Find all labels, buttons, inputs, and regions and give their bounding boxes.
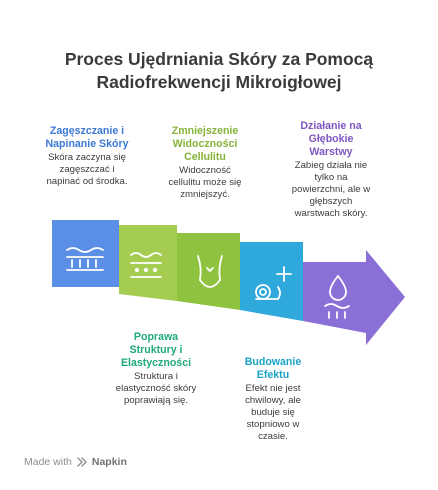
step-5-heading: Budowanie Efektu bbox=[221, 356, 325, 382]
step-5-description-line: chwilowy, ale bbox=[245, 395, 301, 406]
step-5-heading-line: Efektu bbox=[256, 369, 290, 381]
step-4-heading-line: Struktury i bbox=[129, 344, 183, 356]
step-4-description-line: elastyczność skóry bbox=[115, 383, 197, 394]
step-5-description-line: Efekt nie jest bbox=[245, 383, 301, 394]
step-1-block bbox=[52, 220, 119, 287]
body-figure-icon bbox=[197, 255, 223, 288]
skin-layers-icon bbox=[66, 247, 104, 271]
step-2-description-line: zmniejszyć. bbox=[180, 189, 230, 200]
skin-texture-icon bbox=[130, 252, 162, 278]
step-1-segment bbox=[52, 220, 119, 287]
step-2-text: Zmniejszenie Widoczności Cellulitu Widoc… bbox=[151, 125, 259, 201]
step-2-segment bbox=[119, 225, 177, 301]
step-2-heading-line: Cellulitu bbox=[184, 151, 226, 163]
step-4-block bbox=[240, 242, 303, 321]
step-3-heading-line: Głębokie bbox=[308, 133, 354, 145]
step-1-description: Skóra zaczyna się zagęszczać i napinać o… bbox=[28, 152, 146, 188]
step-3-description-line: Zabieg działa nie bbox=[294, 160, 368, 171]
step-3-description-line: warstwach skóry. bbox=[294, 208, 368, 219]
footer-credit: Made with Napkin bbox=[24, 456, 127, 468]
step-2-heading: Zmniejszenie Widoczności Cellulitu bbox=[151, 125, 259, 164]
step-4-heading-line: Poprawa bbox=[133, 331, 179, 343]
made-with-label: Made with bbox=[24, 456, 72, 468]
step-3-heading: Działanie na Głębokie Warstwy bbox=[272, 120, 390, 159]
step-3-block bbox=[177, 233, 240, 310]
napkin-logo-icon bbox=[77, 457, 87, 467]
diagram-title: Proces Ujędrniania Skóry za Pomocą Radio… bbox=[0, 48, 438, 94]
title-line-1: Proces Ujędrniania Skóry za Pomocą bbox=[64, 49, 374, 69]
snail-plus-icon bbox=[255, 266, 292, 300]
step-1-description-line: zagęszczać i bbox=[59, 164, 115, 175]
step-2-heading-line: Zmniejszenie bbox=[171, 125, 239, 137]
step-4-text: Poprawa Struktury i Elastyczności Strukt… bbox=[101, 331, 211, 407]
step-4-heading: Poprawa Struktury i Elastyczności bbox=[101, 331, 211, 370]
step-5-segment bbox=[303, 250, 405, 345]
step-3-text: Działanie na Głębokie Warstwy Zabieg dzi… bbox=[272, 120, 390, 220]
step-3-heading-line: Działanie na bbox=[300, 120, 362, 132]
step-3-description: Zabieg działa nie tylko na powierzchni, … bbox=[272, 160, 390, 220]
step-5-arrow bbox=[303, 250, 405, 345]
step-3-segment bbox=[177, 233, 240, 310]
step-4-heading-line: Elastyczności bbox=[120, 357, 192, 369]
step-3-description-line: powierzchni, ale w bbox=[291, 184, 371, 195]
step-2-description-line: cellulitu może się bbox=[168, 177, 242, 188]
step-4-description-line: Struktura i bbox=[134, 371, 178, 382]
step-3-heading-line: Warstwy bbox=[309, 146, 353, 158]
step-4-description: Struktura i elastyczność skóry poprawiaj… bbox=[101, 371, 211, 407]
step-5-description-line: buduje się bbox=[251, 407, 295, 418]
step-1-heading-line: Napinanie Skóry bbox=[45, 138, 129, 150]
step-2-description: Widoczność cellulitu może się zmniejszyć… bbox=[151, 165, 259, 201]
step-3-description-line: głębszych bbox=[309, 196, 353, 207]
step-4-description-line: poprawiają się. bbox=[124, 395, 188, 406]
step-5-description: Efekt nie jest chwilowy, ale buduje się … bbox=[221, 383, 325, 443]
step-1-heading: Zagęszczanie i Napinanie Skóry bbox=[28, 125, 146, 151]
step-2-heading-line: Widoczności bbox=[172, 138, 238, 150]
step-1-text: Zagęszczanie i Napinanie Skóry Skóra zac… bbox=[28, 125, 146, 188]
step-5-text: Budowanie Efektu Efekt nie jest chwilowy… bbox=[221, 356, 325, 443]
napkin-brand-label: Napkin bbox=[91, 456, 127, 468]
title-line-2: Radiofrekwencji Mikroigłowej bbox=[96, 72, 342, 92]
step-2-description-line: Widoczność bbox=[179, 165, 231, 176]
step-1-description-line: Skóra zaczyna się bbox=[48, 152, 126, 163]
step-5-heading-line: Budowanie bbox=[244, 356, 302, 368]
step-4-segment bbox=[240, 242, 303, 321]
step-3-description-line: tylko na bbox=[314, 172, 348, 183]
step-1-description-line: napinać od środka. bbox=[46, 176, 128, 187]
step-1-heading-line: Zagęszczanie i bbox=[49, 125, 125, 137]
droplet-skin-icon bbox=[324, 274, 350, 319]
step-5-description-line: czasie. bbox=[258, 431, 288, 442]
step-5-description-line: stopniowo w bbox=[246, 419, 300, 430]
